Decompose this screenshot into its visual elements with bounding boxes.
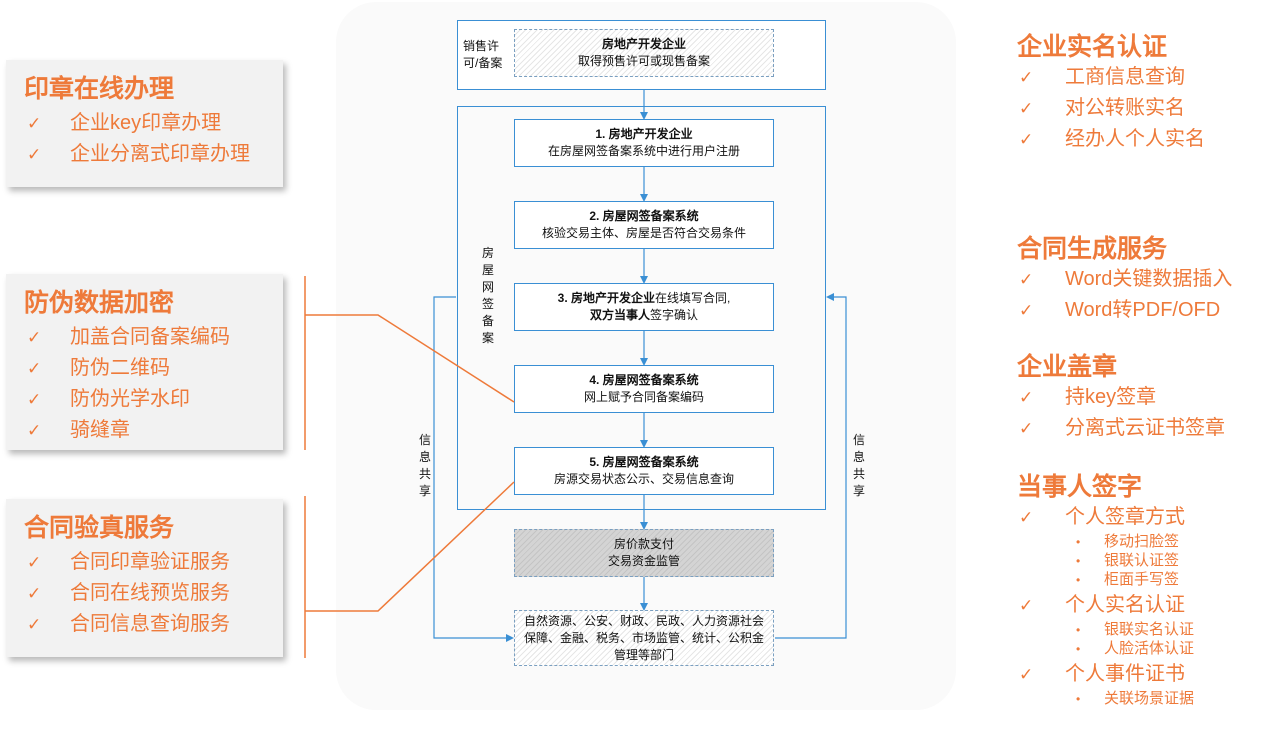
list-item: ✓对公转账实名 [1017,93,1205,124]
card-seal-online: 印章在线办理 ✓企业key印章办理 ✓企业分离式印章办理 [6,60,283,187]
list-item: ✓分离式云证书签章 [1017,413,1225,444]
list-item: ✓防伪光学水印 [24,384,283,415]
list-item: ✓经办人个人实名 [1017,124,1205,155]
list-item: ✓合同印章验证服务 [24,547,283,578]
list-item: ✓合同在线预览服务 [24,578,283,609]
list-item: ✓个人实名认证 [1017,590,1194,621]
list-item: ✓企业key印章办理 [24,108,283,139]
list-item: ✓Word关键数据插入 [1017,264,1232,295]
check-icon: ✓ [1019,270,1034,289]
check-icon: ✓ [1019,301,1034,320]
list-item: ✓个人事件证书 [1017,659,1194,690]
departments-box: 自然资源、公安、财政、民政、人力资源社会保障、金融、税务、市场监管、统计、公积金… [514,610,774,666]
card-title: 合同验真服务 [24,514,175,542]
section-contract-generation: 合同生成服务 ✓Word关键数据插入 ✓Word转PDF/OFD [1017,234,1232,326]
list-item: ✓持key签章 [1017,382,1225,413]
step-4: 4. 房屋网签备案系统 网上赋予合同备案编码 [514,365,774,413]
check-icon: ✓ [27,359,42,378]
check-icon: ✓ [1019,419,1034,438]
check-icon: ✓ [27,328,42,347]
card-list: ✓企业key印章办理 ✓企业分离式印章办理 [24,108,283,170]
section-list: ✓Word关键数据插入 ✓Word转PDF/OFD [1017,264,1232,326]
sub-item: •银联认证签 [1073,551,1194,571]
sub-list: •关联场景证据 [1017,689,1194,709]
check-icon: ✓ [1019,68,1034,87]
sub-item: •关联场景证据 [1073,689,1194,709]
check-icon: ✓ [27,421,42,440]
section-title: 企业盖章 [1017,353,1118,381]
sub-item: •柜面手写签 [1073,570,1194,590]
bullet-icon: • [1076,623,1081,637]
step-5: 5. 房屋网签备案系统 房源交易状态公示、交易信息查询 [514,447,774,495]
check-icon: ✓ [1019,596,1034,615]
sub-item: •银联实名认证 [1073,620,1194,640]
sub-item: •移动扫脸签 [1073,532,1194,552]
bullet-icon: • [1076,554,1081,568]
card-list: ✓合同印章验证服务 ✓合同在线预览服务 ✓合同信息查询服务 [24,547,283,640]
section-enterprise-seal: 企业盖章 ✓持key签章 ✓分离式云证书签章 [1017,352,1225,444]
check-icon: ✓ [1019,388,1034,407]
list-item: ✓防伪二维码 [24,353,283,384]
list-item: ✓合同信息查询服务 [24,609,283,640]
sub-list: •移动扫脸签 •银联认证签 •柜面手写签 [1017,532,1194,590]
card-title: 印章在线办理 [24,75,175,103]
check-icon: ✓ [1019,665,1034,684]
section-title: 企业实名认证 [1017,33,1168,61]
bullet-icon: • [1076,535,1081,549]
list-item: ✓个人签章方式 [1017,502,1194,533]
check-icon: ✓ [27,390,42,409]
section-title: 合同生成服务 [1017,235,1168,263]
section-list: ✓个人事件证书 [1017,659,1194,690]
frame-label: 房屋网签备案 [481,246,494,345]
share-label-left: 信息共享 [418,433,431,498]
share-label-right: 信息共享 [852,433,865,498]
section-enterprise-realname: 企业实名认证 ✓工商信息查询 ✓对公转账实名 ✓经办人个人实名 [1017,32,1205,155]
check-icon: ✓ [27,114,42,133]
section-list: ✓个人签章方式 [1017,502,1194,533]
card-contract-verify: 合同验真服务 ✓合同印章验证服务 ✓合同在线预览服务 ✓合同信息查询服务 [6,499,283,657]
bullet-icon: • [1076,692,1081,706]
check-icon: ✓ [27,584,42,603]
check-icon: ✓ [1019,130,1034,149]
main-frame [457,106,826,510]
sub-item: •人脸活体认证 [1073,639,1194,659]
list-item: ✓加盖合同备案编码 [24,322,283,353]
list-item: ✓企业分离式印章办理 [24,139,283,170]
check-icon: ✓ [27,615,42,634]
bullet-icon: • [1076,642,1081,656]
section-party-sign: 当事人签字 ✓个人签章方式 •移动扫脸签 •银联认证签 •柜面手写签 ✓个人实名… [1017,472,1194,709]
check-icon: ✓ [1019,508,1034,527]
payment-box: 房价款支付 交易资金监管 [514,529,774,577]
section-list: ✓个人实名认证 [1017,590,1194,621]
check-icon: ✓ [27,553,42,572]
section-list: ✓持key签章 ✓分离式云证书签章 [1017,382,1225,444]
top-box: 房地产开发企业 取得预售许可或现售备案 [514,29,774,77]
section-title: 当事人签字 [1017,473,1143,501]
bullet-icon: • [1076,573,1081,587]
list-item: ✓骑缝章 [24,415,283,446]
card-anti-fake: 防伪数据加密 ✓加盖合同备案编码 ✓防伪二维码 ✓防伪光学水印 ✓骑缝章 [6,274,283,450]
list-item: ✓Word转PDF/OFD [1017,295,1232,326]
list-item: ✓工商信息查询 [1017,62,1205,93]
card-title: 防伪数据加密 [24,289,175,317]
step-3: 3. 房地产开发企业在线填写合同, 双方当事人签字确认 [514,283,774,331]
check-icon: ✓ [27,145,42,164]
step-1: 1. 房地产开发企业 在房屋网签备案系统中进行用户注册 [514,119,774,167]
card-list: ✓加盖合同备案编码 ✓防伪二维码 ✓防伪光学水印 ✓骑缝章 [24,322,283,446]
section-list: ✓工商信息查询 ✓对公转账实名 ✓经办人个人实名 [1017,62,1205,155]
check-icon: ✓ [1019,99,1034,118]
top-tag: 销售许可/备案 [463,39,503,70]
sub-list: •银联实名认证 •人脸活体认证 [1017,620,1194,659]
